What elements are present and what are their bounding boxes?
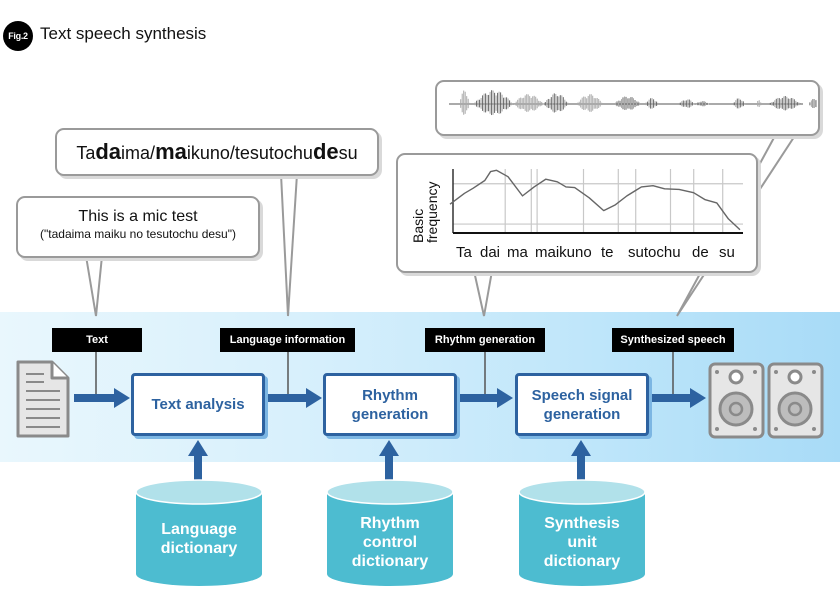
arrow-doc-to-text-analysis [74,394,116,402]
stressed-syllable: da [95,139,122,164]
figure-title: Text speech synthesis [40,24,207,43]
rhythm-control-dictionary-line2: control [362,534,418,551]
language-info-bubble: Tadaima/maikuno/tesutochudesu [55,128,379,176]
rhythm-control-dictionary-label: Rhythm control dictionary [327,514,453,571]
language-info-text: Tadaima/maikuno/tesutochudesu [76,139,357,165]
arrow-head [306,388,322,408]
chart-x-tick-label: su [719,244,735,261]
input-text-english: This is a mic test [78,208,198,225]
synthesis-unit-dictionary-line1: Synthesis [544,515,620,532]
rhythm-control-dictionary-line1: Rhythm [360,515,420,532]
language-dictionary-label: Language dictionary [136,520,262,558]
arrow-rhythm-dict-up [385,454,393,488]
input-text-romaji: ("tadaima maiku no tesutochu desu") [40,227,236,241]
text-analysis-label: Text analysis [151,396,245,413]
stressed-syllable: ma [155,139,187,164]
language-dictionary-cylinder [135,479,263,586]
chart-x-tick-label: ma [507,244,528,261]
arrow-head [114,388,130,408]
syllable-text: ima/ [121,143,156,163]
rhythm-generation-box: Rhythm generation [323,373,457,436]
arrow-head [497,388,513,408]
rhythm-control-dictionary-line3: dictionary [351,553,429,570]
chart-x-tick-label: maikuno [535,244,592,261]
synthesis-unit-dictionary-cylinder [518,479,646,586]
arrow-language-dict-up [194,454,202,488]
arrow-synthesis-dict-up [577,454,585,488]
arrow-head [379,440,399,456]
waveform-bubble [435,80,840,136]
rhythm-generation-label-1: Rhythm [362,386,418,404]
speech-signal-label-2: generation [543,405,621,423]
arrow-rhythm-to-speech-signal [459,394,499,402]
language-dictionary-line1: Language [161,521,237,538]
document-icon [16,360,70,438]
speech-signal-label-1: Speech signal [531,386,633,404]
tag-synthesized-speech: Synthesized speech [612,328,734,352]
chart-ylabel-line2: frequency [424,182,440,243]
speaker-left [708,362,765,439]
input-text-bubble: This is a mic test ("tadaima maiku no te… [16,196,260,258]
rhythm-control-dictionary-cylinder [326,479,454,586]
f0-contour-line [449,169,741,231]
syllable-text: su [338,143,358,163]
speaker-icon [708,362,824,439]
tag-rhythm-generation: Rhythm generation [425,328,545,352]
chart-x-tick-label: de [692,244,709,261]
rhythm-generation-label-2: generation [351,405,429,423]
arrow-text-analysis-to-rhythm [266,394,308,402]
chart-x-tick-label: te [601,244,614,261]
syllable-text: Ta [76,143,96,163]
chart-x-tick-label: dai [480,244,500,261]
language-dictionary-line2: dictionary [160,540,238,557]
chart-ylabel-line1: Basic [410,209,426,243]
tag-text: Text [52,328,142,352]
arrow-head [188,440,208,456]
stressed-syllable: de [312,139,339,164]
figure-badge: Fig.2 [3,21,33,51]
syllable-text: ikuno/tesutochu [186,143,313,163]
synthesis-unit-dictionary-label: Synthesis unit dictionary [519,514,645,571]
arrow-head [571,440,591,456]
arrow-head [690,388,706,408]
text-analysis-box: Text analysis [131,373,265,436]
arrow-speech-signal-to-speaker [650,394,692,402]
speech-signal-generation-box: Speech signal generation [515,373,649,436]
synthesis-unit-dictionary-line2: unit [567,534,597,551]
synthesis-unit-dictionary-line3: dictionary [543,553,621,570]
speaker-right [767,362,824,439]
tag-language-information: Language information [220,328,355,352]
chart-x-tick-label: Ta [456,244,473,261]
speech-waveform [449,90,840,116]
chart-x-tick-label: sutochu [628,244,681,261]
